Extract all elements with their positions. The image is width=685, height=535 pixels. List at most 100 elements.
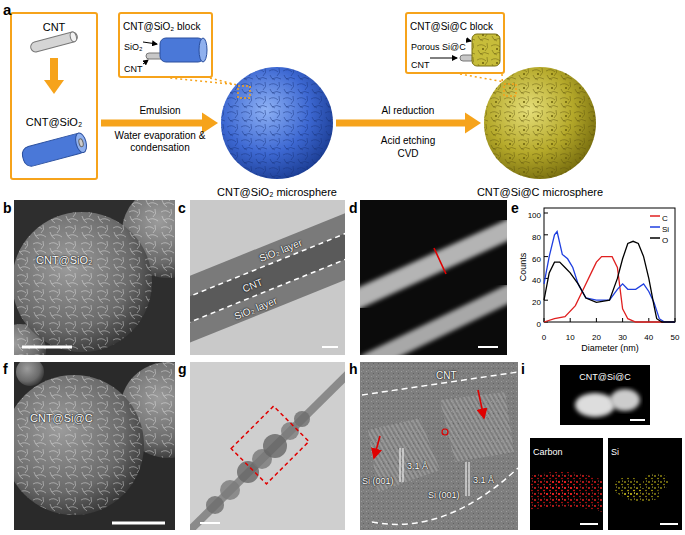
figure-part xyxy=(624,488,660,502)
figure-label-holder: 80 xyxy=(532,226,541,244)
figure-label: 60 xyxy=(532,255,541,264)
node-title-holder: CNT xyxy=(12,17,96,35)
figure-part xyxy=(21,132,88,168)
figure-label-holder: CNT@SiO₂ xyxy=(36,250,92,268)
panel-letter: d xyxy=(349,200,358,216)
figure-part xyxy=(472,34,500,66)
node-title: CNT@Si@C block xyxy=(410,21,493,33)
node-title-holder: CNT@Si@C block xyxy=(410,16,493,34)
figure-part xyxy=(430,58,457,59)
figure-label: 40 xyxy=(532,276,541,285)
figure-label-holder: 3.1 Å xyxy=(473,469,494,487)
scale-bar xyxy=(322,346,338,348)
process-arrow xyxy=(460,74,502,82)
node-title-holder: CNT@SiO₂ microsphere xyxy=(212,182,342,200)
figure-part xyxy=(434,248,446,274)
node-label: Porous Si@C xyxy=(411,42,466,52)
node-label: CNT@SiO₂ xyxy=(26,116,82,129)
figure-label: Si xyxy=(611,447,619,457)
figure-part xyxy=(14,375,144,515)
figure-part xyxy=(630,419,645,421)
figure-part xyxy=(16,362,44,386)
figure-part xyxy=(466,40,471,41)
figure-label: 3.1 Å xyxy=(473,475,494,485)
figure-label: 0 xyxy=(542,333,546,342)
panel-letter-holder: g xyxy=(178,360,187,378)
figure-part xyxy=(30,31,79,53)
figure-label-holder: CNT@Si@C xyxy=(30,408,93,426)
figure-label: Diameter (nm) xyxy=(581,343,639,353)
schematic-box: CNT@Si@C blockPorous Si@CCNT xyxy=(405,12,505,74)
figure-label: 30 xyxy=(618,333,627,342)
figure-part xyxy=(472,34,500,66)
figure-part xyxy=(608,438,682,530)
panel-letter-holder: c xyxy=(178,199,186,217)
figure-label-holder: 3.1 Å xyxy=(407,455,428,473)
figure-label-holder: CVD xyxy=(397,143,418,161)
panel-letter: f xyxy=(3,361,8,377)
figure-part xyxy=(360,362,518,530)
panel-letter-holder: f xyxy=(3,360,8,378)
figure-label: Emulsion xyxy=(139,105,180,117)
panel-letter: b xyxy=(3,200,12,216)
node-title: CNT@SiO₂ microsphere xyxy=(217,186,337,199)
figure-part xyxy=(400,448,469,496)
sem-image xyxy=(14,200,175,355)
panel-letter-holder: h xyxy=(349,360,358,378)
figure-part xyxy=(190,209,345,344)
arrow-head xyxy=(465,113,481,134)
figure-label: 50 xyxy=(671,333,680,342)
figure-part xyxy=(190,200,345,355)
figure-label-holder: Water evaporation & condensation xyxy=(108,130,212,155)
chart-curves xyxy=(544,216,675,322)
figure-part xyxy=(50,58,58,80)
figure-label-holder: Si xyxy=(611,441,619,459)
figure-part xyxy=(368,292,507,355)
figure-label-holder: CNT@Si@C xyxy=(579,366,630,384)
figure-part xyxy=(14,375,144,515)
node-label-holder: CNT xyxy=(124,58,143,76)
schematic-box: CNT CNT@SiO₂ xyxy=(10,12,98,180)
figure-part xyxy=(190,372,345,530)
figure-part xyxy=(190,232,345,344)
figure-part xyxy=(442,429,448,435)
node-label-holder: CNT@SiO₂ xyxy=(12,112,96,130)
panel-letter: e xyxy=(511,200,519,216)
figure-label-holder: Counts xyxy=(512,253,530,282)
scale-bar xyxy=(22,346,72,349)
figure-label: 3.1 Å xyxy=(407,461,428,471)
node-title: CNT@SiO₂ block xyxy=(123,21,200,33)
figure-part xyxy=(263,434,287,458)
legend-label-holder: C xyxy=(662,207,668,225)
figure-part xyxy=(374,436,380,458)
sphere-body xyxy=(221,67,333,179)
figure-part xyxy=(190,362,345,530)
figure-label-holder: 100 xyxy=(528,204,541,222)
panel-letter: h xyxy=(349,361,358,377)
zoom-leader xyxy=(460,74,502,82)
node-label-holder: SiO₂ xyxy=(124,36,143,54)
panel-letter-holder: b xyxy=(3,199,12,217)
figure-part xyxy=(560,365,650,425)
figure-part xyxy=(231,406,309,484)
panel-letter-holder: e xyxy=(511,199,519,217)
silicon-map xyxy=(608,438,682,530)
sio2-block-art xyxy=(143,38,207,64)
figure-part xyxy=(610,389,640,411)
figure-label: CNT@SiO₂ xyxy=(36,254,92,267)
sphere-body xyxy=(484,67,596,179)
figure-part xyxy=(294,411,310,427)
tem-image xyxy=(190,200,345,355)
figure-part xyxy=(360,228,507,300)
figure-part xyxy=(69,31,77,42)
figure-label-holder: Al reduction xyxy=(382,100,435,118)
panel-letter: c xyxy=(178,200,186,216)
zoom-leader xyxy=(170,78,236,85)
figure-part xyxy=(143,60,148,64)
panel-letter: i xyxy=(521,361,525,377)
tem-image xyxy=(190,362,345,530)
schematic-box: CNT@SiO₂ blockSiO₂ CNT xyxy=(118,12,213,78)
figure-part xyxy=(544,208,675,322)
